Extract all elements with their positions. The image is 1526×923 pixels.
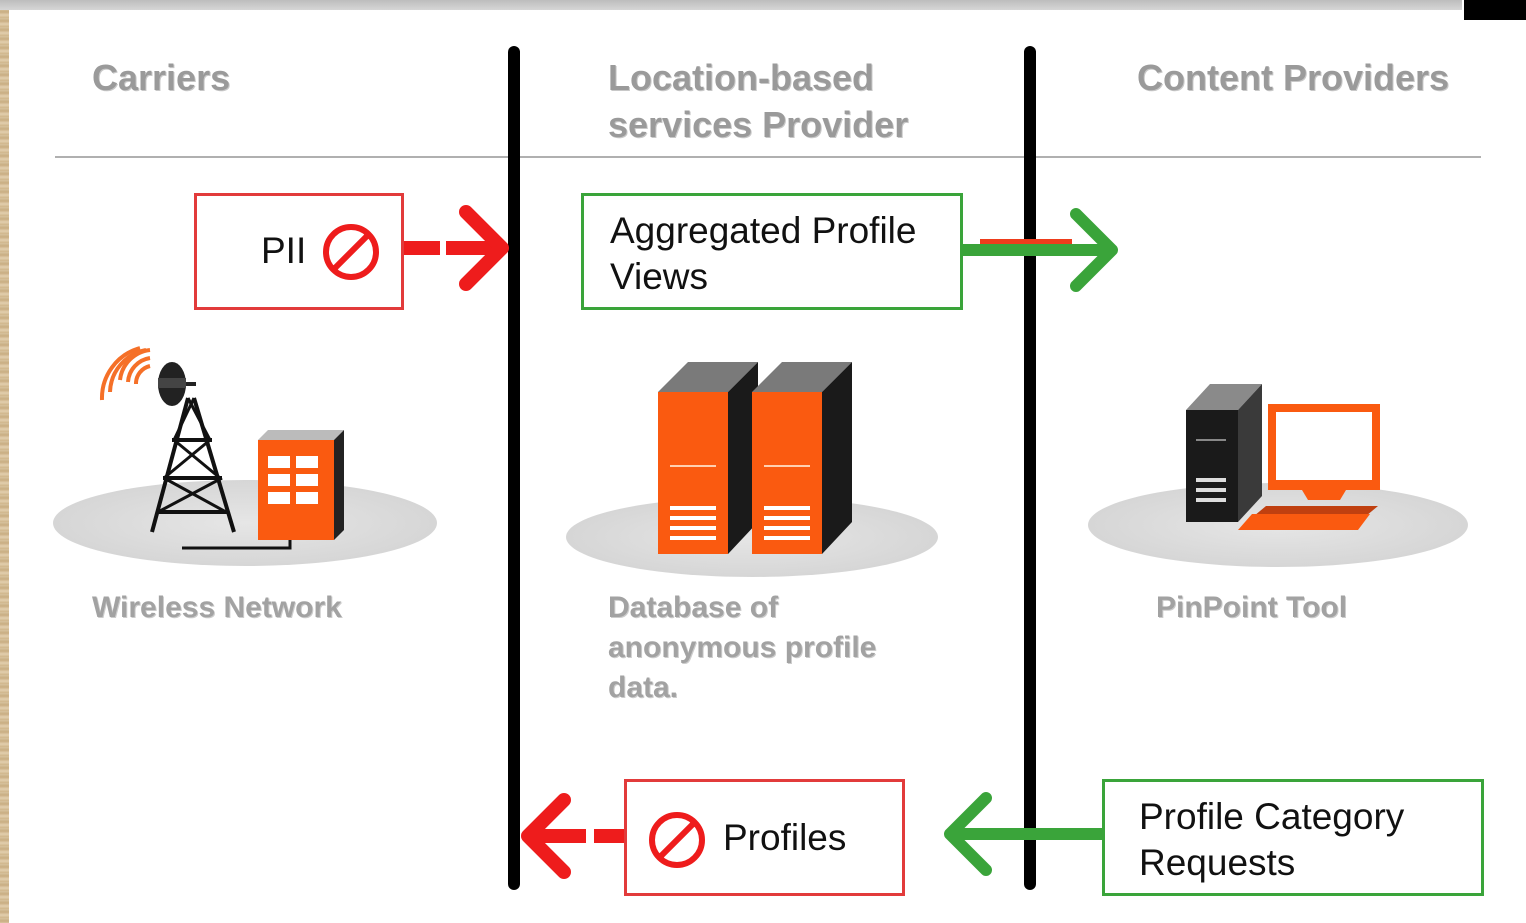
caption-wireless-network: Wireless Network [92, 591, 342, 624]
wireless-tower-icon [99, 346, 292, 550]
aggregated-line-2: Views [610, 256, 709, 297]
caption-pinpoint-tool: PinPoint Tool [1156, 591, 1348, 624]
header-lbs-line-2: services Provider [608, 104, 909, 145]
aggregated-line-1: Aggregated Profile [610, 210, 917, 251]
top-decorative-border [0, 0, 1462, 10]
left-decorative-border [0, 0, 9, 923]
aggregated-profile-box: Aggregated Profile Views [581, 193, 963, 310]
corner-block [1464, 0, 1526, 20]
caption-database-line-1: Database of [608, 591, 779, 624]
category-line-2: Requests [1139, 842, 1296, 883]
header-content-providers: Content Providers [1137, 57, 1450, 98]
aggregated-allowed-arrow [962, 208, 1118, 292]
profiles-blocked-arrow [521, 793, 624, 879]
pii-box: PII [194, 193, 404, 310]
database-servers-icon [658, 362, 852, 554]
header-lbs-line-1: Location-based [608, 57, 875, 98]
profiles-label: Profiles [723, 817, 847, 858]
caption-database-line-2: anonymous profile [608, 631, 877, 664]
prohibited-icon [649, 812, 705, 868]
pii-label: PII [261, 230, 307, 271]
desktop-computer-icon [1186, 384, 1380, 530]
caption-database: Database of anonymous profile data. [608, 588, 876, 708]
header-carriers: Carriers [92, 57, 231, 98]
network-switch-icon [258, 430, 344, 540]
pii-blocked-arrow [404, 205, 509, 291]
profiles-box: Profiles [624, 779, 905, 896]
header-lbs-provider: Location-based services Provider [608, 54, 908, 148]
category-allowed-arrow [944, 792, 1102, 876]
category-requests-box: Profile Category Requests [1102, 779, 1484, 896]
caption-database-line-3: data. [608, 671, 679, 704]
platform-carriers [53, 480, 437, 566]
prohibited-icon [323, 224, 379, 280]
category-line-1: Profile Category [1139, 796, 1405, 837]
